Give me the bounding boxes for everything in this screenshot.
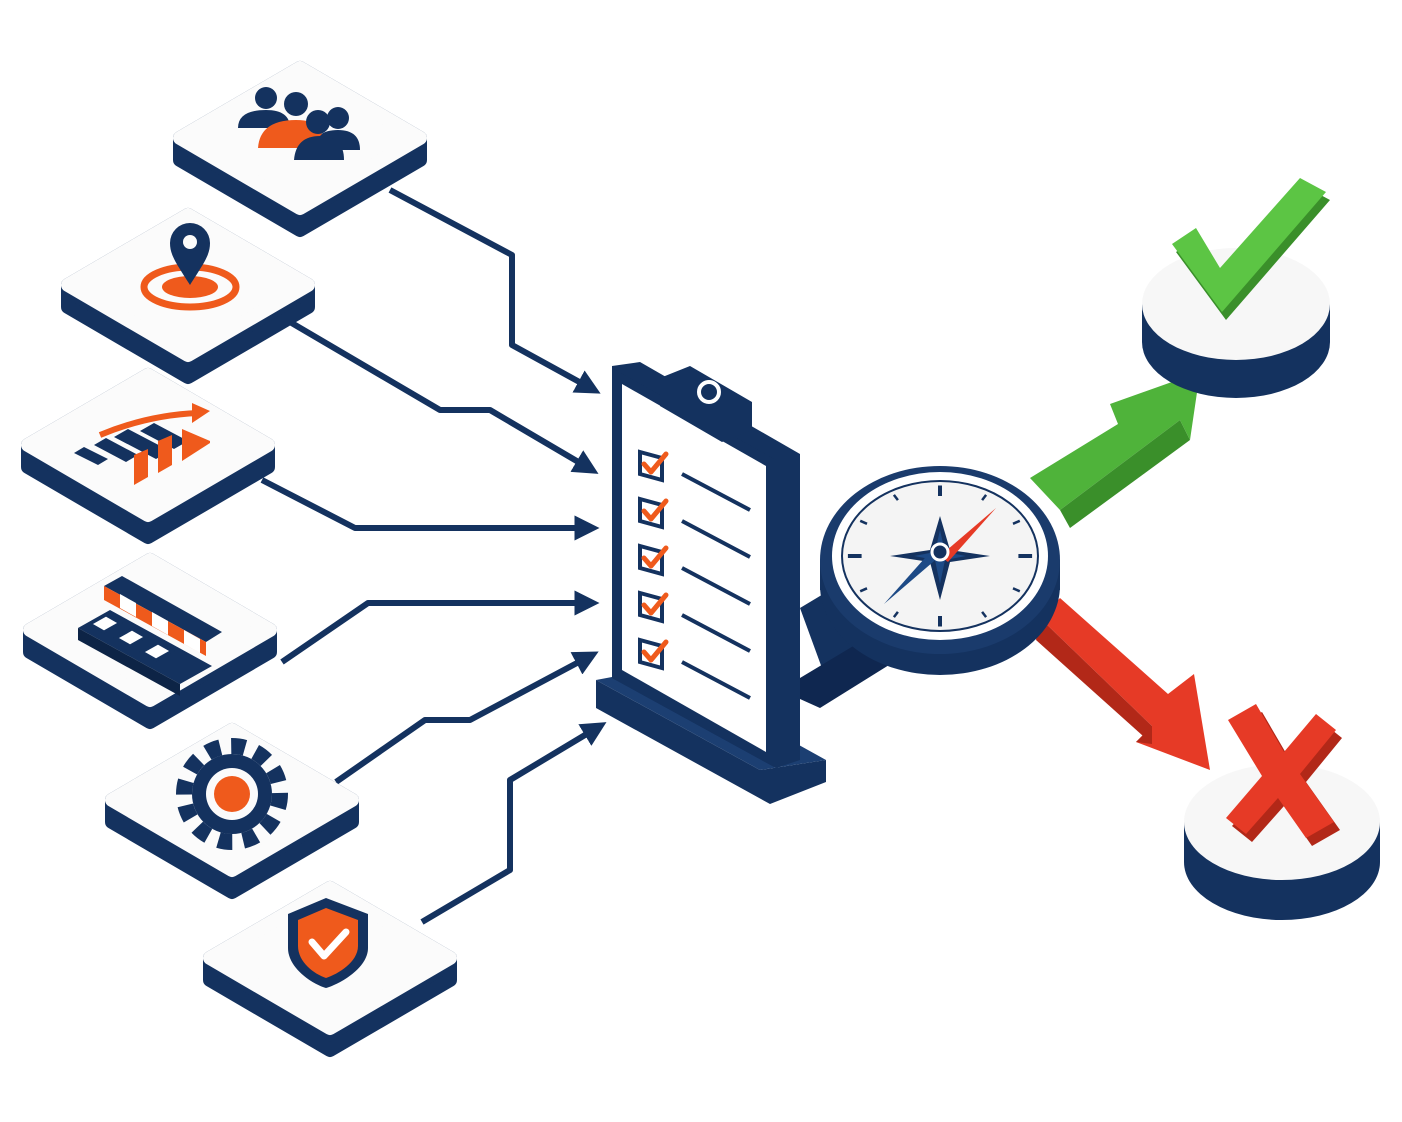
checklist-items — [638, 449, 751, 700]
compass-tick — [892, 611, 899, 618]
checklist-item — [638, 543, 751, 606]
input-tile-location — [61, 208, 315, 384]
compass-tick — [859, 587, 868, 593]
compass-tick — [892, 494, 899, 501]
checklist-line — [681, 519, 751, 559]
approve-outcome — [1142, 178, 1330, 398]
checkmark — [641, 545, 669, 569]
connector-market — [280, 590, 600, 665]
checklist-line — [681, 566, 751, 606]
red-x-icon — [1226, 704, 1342, 846]
checkbox — [638, 496, 664, 530]
checklist-item — [638, 449, 751, 512]
growth-bar-chart-icon — [74, 403, 210, 485]
checkbox — [638, 637, 664, 671]
checklist-line — [681, 613, 751, 653]
reject-pedestal — [1184, 764, 1380, 920]
checklist-line — [681, 472, 751, 512]
input-tile-operations — [105, 723, 359, 899]
storefront-icon — [78, 576, 222, 696]
compass-tick — [859, 519, 868, 525]
checkmark — [641, 498, 669, 522]
compass-tick — [1012, 519, 1021, 525]
compass-icon — [820, 466, 1060, 675]
compass-tick — [981, 611, 988, 618]
reject-outcome — [1184, 704, 1380, 920]
input-tile-growth — [21, 368, 275, 544]
connector-operations — [334, 651, 599, 785]
compass-tick — [981, 494, 988, 501]
checkmark — [641, 592, 669, 616]
connector-location — [288, 319, 599, 474]
input-connectors — [260, 187, 607, 925]
approve-arrow — [1030, 372, 1200, 528]
checkbox — [638, 590, 664, 624]
shield-check-icon — [288, 898, 368, 988]
connector-growth — [260, 477, 600, 541]
checkmark — [641, 639, 669, 663]
compass-tick — [1012, 587, 1021, 593]
checklist-item — [638, 496, 751, 559]
map-pin-target-icon — [140, 223, 240, 311]
input-tile-audience — [173, 61, 427, 237]
checklist-item — [638, 637, 751, 700]
input-tile-risk — [203, 881, 457, 1057]
connector-audience — [388, 187, 601, 394]
checkbox — [638, 449, 664, 483]
checklist-line — [681, 660, 751, 700]
connector-risk — [420, 722, 607, 925]
checklist-item — [638, 590, 751, 653]
input-tile-market — [23, 553, 277, 729]
gear-icon — [176, 738, 288, 850]
people-group-icon — [238, 87, 360, 160]
checkmark — [641, 451, 669, 475]
compass-ticks — [847, 485, 1033, 627]
checkbox — [638, 543, 664, 577]
green-checkmark-icon — [1172, 178, 1330, 320]
reject-arrow — [1036, 598, 1210, 770]
clipboard-checklist-icon — [596, 362, 826, 804]
